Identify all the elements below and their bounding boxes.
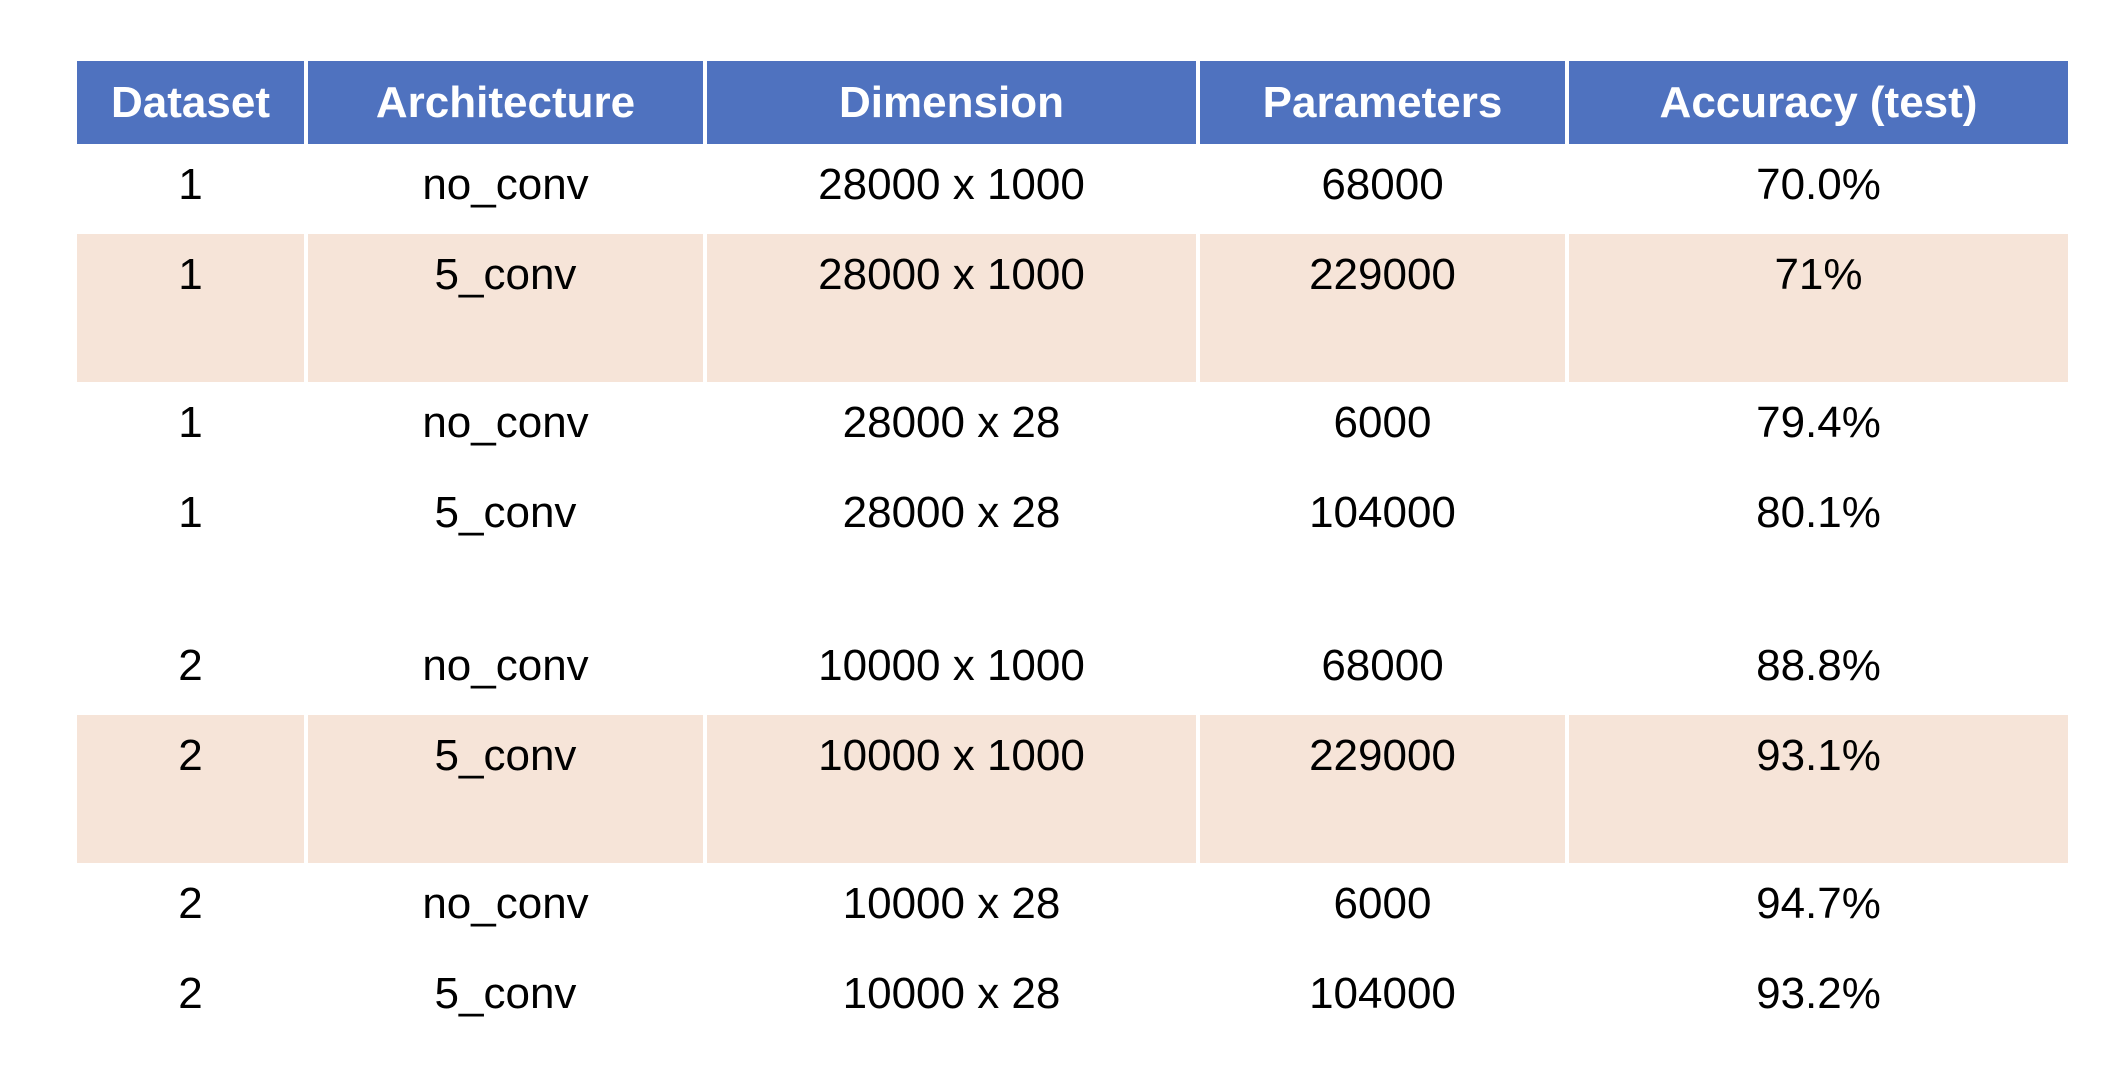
cell-accuracy: 93.1% [1565, 715, 2068, 863]
cell-dataset: 2 [178, 969, 203, 1018]
cell-parameters: 229000 [1196, 234, 1567, 382]
header-accuracy: Accuracy (test) [1565, 61, 2068, 144]
cell-parameters: 104000 [1196, 472, 1567, 625]
cell-parameters: 68000 [1196, 625, 1567, 715]
cell-architecture: 5_conv [304, 953, 705, 1043]
cell-accuracy: 79.4% [1565, 382, 2068, 472]
table-row: 1 no_conv 28000 x 28 6000 79.4% [77, 382, 2068, 472]
cell-architecture: 5_conv [304, 472, 705, 625]
table-row: 2 no_conv 10000 x 28 6000 94.7% [77, 863, 2068, 953]
table-row: 2 5_conv 10000 x 28 104000 93.2% [77, 953, 2068, 1043]
cell-dimension: 28000 x 28 [703, 382, 1198, 472]
cell-accuracy: 80.1% [1565, 472, 2068, 625]
table-body: 1 no_conv 28000 x 1000 68000 70.0% 1 5_c… [77, 144, 2068, 1043]
cell-dimension: 28000 x 1000 [703, 144, 1198, 234]
cell-architecture: no_conv [304, 625, 705, 715]
cell-parameters: 6000 [1196, 382, 1567, 472]
cell-architecture: no_conv [304, 144, 705, 234]
cell-parameters: 6000 [1196, 863, 1567, 953]
table-row: 2 no_conv 10000 x 1000 68000 88.8% [77, 625, 2068, 715]
cell-parameters: 229000 [1196, 715, 1567, 863]
cell-dataset: 1 [178, 398, 203, 447]
cell-dataset: 2 [178, 879, 203, 928]
cell-dimension: 28000 x 1000 [703, 234, 1198, 382]
table-row: 2 5_conv 10000 x 1000 229000 93.1% [77, 715, 2068, 863]
cell-architecture: 5_conv [304, 715, 705, 863]
header-row: Dataset Architecture Dimension Parameter… [77, 61, 2068, 144]
cell-parameters: 68000 [1196, 144, 1567, 234]
header-parameters: Parameters [1196, 61, 1567, 144]
cell-accuracy: 94.7% [1565, 863, 2068, 953]
cell-dimension: 28000 x 28 [703, 472, 1198, 625]
cell-accuracy: 93.2% [1565, 953, 2068, 1043]
cell-accuracy: 70.0% [1565, 144, 2068, 234]
cell-dataset: 2 [77, 715, 306, 863]
results-table: Dataset Architecture Dimension Parameter… [77, 61, 2068, 1043]
cell-dimension: 10000 x 1000 [703, 625, 1198, 715]
header-dataset: Dataset [77, 61, 306, 144]
cell-architecture: no_conv [304, 382, 705, 472]
header-dimension: Dimension [703, 61, 1198, 144]
cell-dataset: 1 [77, 234, 306, 382]
cell-dataset: 2 [178, 641, 203, 690]
cell-accuracy: 71% [1565, 234, 2068, 382]
cell-accuracy: 88.8% [1565, 625, 2068, 715]
cell-architecture: no_conv [304, 863, 705, 953]
header-architecture: Architecture [304, 61, 705, 144]
cell-dataset: 1 [178, 160, 203, 209]
cell-dataset: 1 [178, 488, 203, 537]
table-row: 1 5_conv 28000 x 28 104000 80.1% [77, 472, 2068, 625]
cell-dimension: 10000 x 28 [703, 953, 1198, 1043]
table-header: Dataset Architecture Dimension Parameter… [77, 61, 2068, 144]
cell-parameters: 104000 [1196, 953, 1567, 1043]
cell-architecture: 5_conv [304, 234, 705, 382]
cell-dimension: 10000 x 28 [703, 863, 1198, 953]
table-row: 1 no_conv 28000 x 1000 68000 70.0% [77, 144, 2068, 234]
cell-dimension: 10000 x 1000 [703, 715, 1198, 863]
table-row: 1 5_conv 28000 x 1000 229000 71% [77, 234, 2068, 382]
